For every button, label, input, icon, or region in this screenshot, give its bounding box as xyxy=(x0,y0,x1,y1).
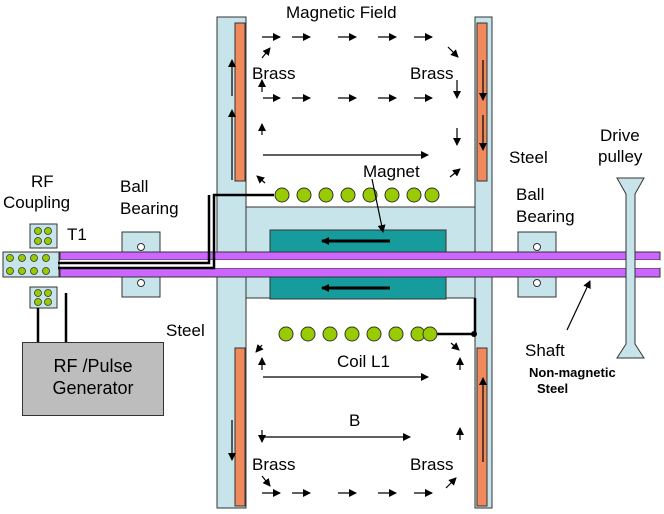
ball-bearing-left-label-2: Bearing xyxy=(120,199,179,218)
generator-label-line2: Generator xyxy=(52,378,134,398)
field-arrow-25 xyxy=(450,342,460,351)
ball-bearing-left-label-1: Ball xyxy=(120,177,149,196)
shaft-core xyxy=(60,260,660,268)
coil-top-turn-5 xyxy=(362,187,378,203)
shaft-label: Shaft xyxy=(525,341,565,360)
coil-label: Coil L1 xyxy=(337,352,390,371)
coil-top-turn-1 xyxy=(274,187,290,203)
field-arrow-34 xyxy=(261,475,271,487)
rf-pulse-generator: RF /Pulse Generator xyxy=(22,342,164,416)
drive-pulley-label-2: pulley xyxy=(598,147,643,166)
rf-coupling-label-1: RF xyxy=(31,172,54,191)
brass-label-top-right: Brass xyxy=(410,64,454,83)
ball-bearing-right-label-1: Ball xyxy=(516,185,545,204)
brass-plate-top-left xyxy=(234,22,246,182)
brass-label-top-left: Brass xyxy=(252,64,296,83)
wire-shaft-upper xyxy=(58,195,211,265)
drive-pulley xyxy=(616,177,645,359)
field-arrow-21 xyxy=(449,168,461,178)
field-arrow-24 xyxy=(255,344,264,353)
ball-bearing-right xyxy=(517,231,557,298)
coil-top-turn-4 xyxy=(340,187,356,203)
field-arrow-7 xyxy=(447,46,459,58)
rf-coupling-label-2: Coupling xyxy=(3,193,71,212)
coil-bottom-turn-8 xyxy=(422,326,438,342)
magnet-pointer xyxy=(371,178,386,233)
t1-label: T1 xyxy=(67,225,87,244)
steel-label-left: Steel xyxy=(166,321,205,340)
coil-bottom-turn-6 xyxy=(388,326,404,342)
non-magnetic-label: Non-magnetic xyxy=(529,365,616,380)
brass-plate-bottom-left xyxy=(234,347,246,507)
shaft-pointer xyxy=(566,280,591,331)
coil-bottom-turn-3 xyxy=(322,326,338,342)
shaft-top xyxy=(59,251,661,261)
coil-top-turn-3 xyxy=(318,187,334,203)
magnet-label: Magnet xyxy=(363,162,420,181)
brass-plate-top-right xyxy=(476,22,488,182)
coil-bottom-turn-5 xyxy=(366,326,382,342)
coil-top-turn-7 xyxy=(406,187,422,203)
field-arrow-35 xyxy=(445,477,457,489)
coil-top-turn-2 xyxy=(296,187,312,203)
b-field-label: B xyxy=(349,411,361,430)
brass-label-bottom-left: Brass xyxy=(252,455,296,474)
shaft-bottom xyxy=(59,267,661,278)
magnetic-field-label: Magnetic Field xyxy=(286,3,397,22)
coil-bottom-turn-4 xyxy=(344,326,360,342)
non-magnetic-steel-label: Steel xyxy=(537,381,569,396)
coil-top xyxy=(274,187,440,203)
wire-shaft-lower xyxy=(58,193,274,270)
t1-core-top xyxy=(29,223,58,249)
brass-label-bottom-right: Brass xyxy=(410,455,454,474)
ball-bearing-left xyxy=(121,231,161,298)
coil-top-turn-6 xyxy=(384,187,400,203)
field-arrow-6 xyxy=(261,47,271,59)
coil-bottom-turn-1 xyxy=(278,326,294,342)
rf-coupling xyxy=(2,223,60,309)
generator-label-line1: RF /Pulse xyxy=(53,356,133,376)
coil-top-turn-8 xyxy=(424,187,440,203)
field-arrows xyxy=(228,33,487,497)
wire-coil-out xyxy=(432,298,477,336)
t1-core-bottom xyxy=(29,286,58,309)
ball-bearing-right-label-2: Bearing xyxy=(516,207,575,226)
brass-plates xyxy=(234,22,488,507)
steel-label-right: Steel xyxy=(509,148,548,167)
drive-pulley-label-1: Drive xyxy=(600,126,640,145)
field-arrow-20 xyxy=(256,175,266,184)
coil-bottom-turn-2 xyxy=(300,326,316,342)
coil-bottom xyxy=(278,326,438,342)
brass-plate-bottom-right xyxy=(476,347,488,507)
wire-terminal xyxy=(471,331,477,337)
